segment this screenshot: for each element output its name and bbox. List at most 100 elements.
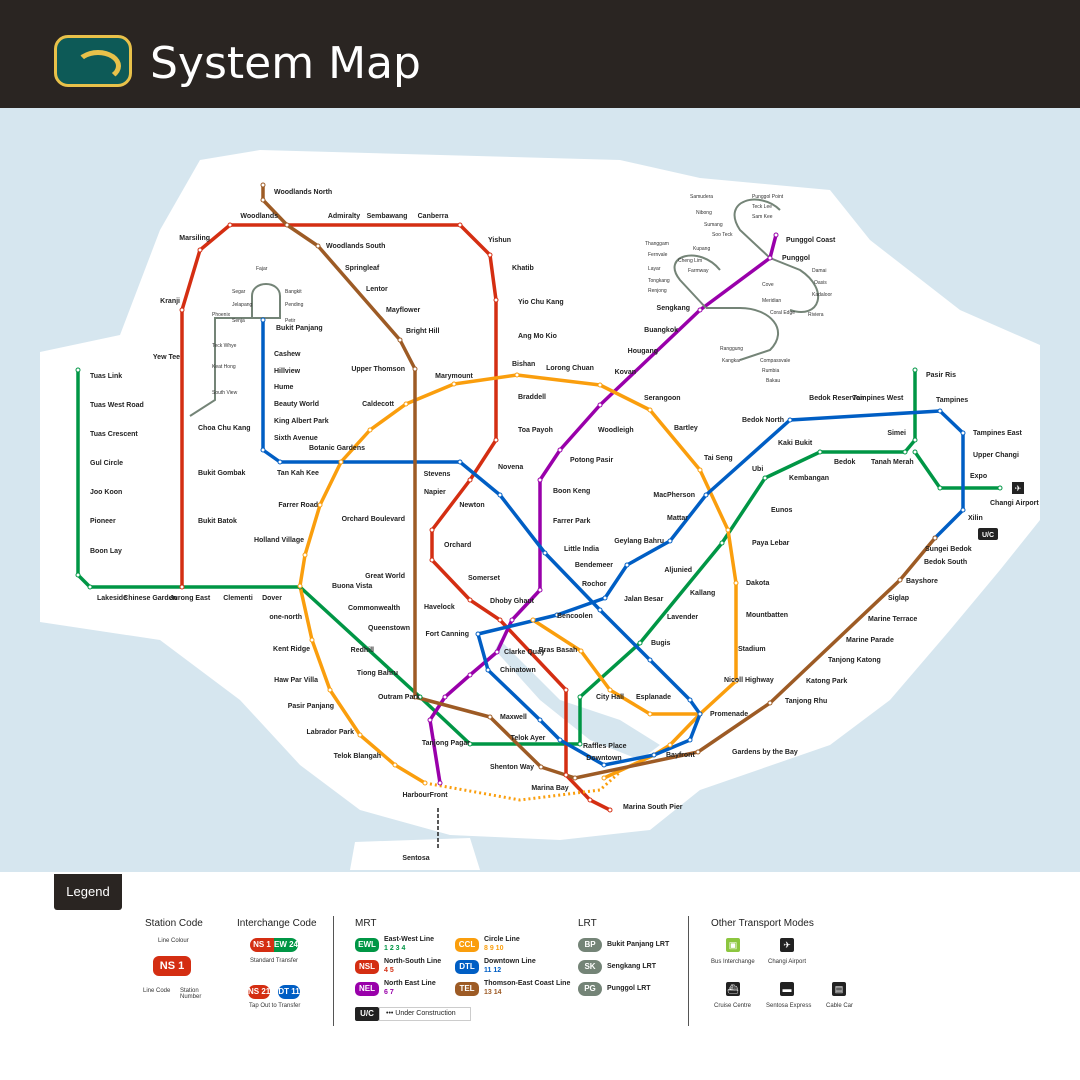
station-marker[interactable] bbox=[912, 367, 918, 373]
station-label[interactable]: Tai Seng bbox=[704, 455, 733, 462]
station-marker[interactable] bbox=[572, 775, 578, 781]
station-label[interactable]: Bedok bbox=[834, 459, 856, 466]
station-label[interactable]: Paya Lebar bbox=[752, 540, 790, 547]
lrt-station-label[interactable]: Damai bbox=[812, 268, 826, 274]
station-label[interactable]: Kent Ridge bbox=[273, 646, 310, 653]
station-marker[interactable] bbox=[597, 402, 603, 408]
station-label[interactable]: Tanjong Pagar bbox=[422, 740, 470, 747]
station-label[interactable]: Rochor bbox=[582, 581, 607, 588]
station-marker[interactable] bbox=[817, 449, 823, 455]
station-marker[interactable] bbox=[467, 741, 473, 747]
pg-lrt-line[interactable] bbox=[733, 198, 820, 313]
station-marker[interactable] bbox=[338, 459, 344, 465]
station-marker[interactable] bbox=[932, 535, 938, 541]
station-marker[interactable] bbox=[937, 485, 943, 491]
station-label[interactable]: Lavender bbox=[667, 614, 698, 621]
station-marker[interactable] bbox=[773, 232, 779, 238]
station-marker[interactable] bbox=[429, 557, 435, 563]
station-label[interactable]: Katong Park bbox=[806, 678, 847, 685]
station-label[interactable]: Labrador Park bbox=[307, 729, 355, 736]
station-marker[interactable] bbox=[697, 711, 703, 717]
station-marker[interactable] bbox=[647, 711, 653, 717]
station-marker[interactable] bbox=[960, 430, 966, 436]
station-label[interactable]: Xilin bbox=[968, 515, 983, 522]
station-marker[interactable] bbox=[467, 672, 473, 678]
station-label[interactable]: Hume bbox=[274, 384, 294, 391]
station-marker[interactable] bbox=[602, 595, 608, 601]
station-label[interactable]: Jurong East bbox=[170, 595, 211, 602]
station-label[interactable]: Lorong Chuan bbox=[546, 365, 594, 372]
station-label[interactable]: Punggol Coast bbox=[786, 237, 836, 244]
station-label[interactable]: Maxwell bbox=[500, 714, 527, 721]
station-label[interactable]: Telok Ayer bbox=[511, 735, 546, 742]
lrt-station-label[interactable]: Kangkar bbox=[722, 358, 741, 364]
station-marker[interactable] bbox=[597, 382, 603, 388]
lrt-station-label[interactable]: Cheng Lim bbox=[678, 258, 702, 264]
station-label[interactable]: Stadium bbox=[738, 646, 766, 653]
station-label[interactable]: Caldecott bbox=[362, 401, 395, 408]
station-marker[interactable] bbox=[75, 572, 81, 578]
station-label[interactable]: Mayflower bbox=[386, 307, 421, 314]
station-marker[interactable] bbox=[467, 477, 473, 483]
lrt-station-label[interactable]: Farmway bbox=[688, 268, 709, 274]
station-marker[interactable] bbox=[260, 197, 266, 203]
station-label[interactable]: Holland Village bbox=[254, 537, 304, 544]
station-label[interactable]: one-north bbox=[269, 614, 302, 621]
station-marker[interactable] bbox=[937, 408, 943, 414]
station-marker[interactable] bbox=[530, 617, 536, 623]
lrt-station-label[interactable]: Riviera bbox=[808, 312, 824, 318]
station-label[interactable]: Bartley bbox=[674, 425, 698, 432]
lrt-station-label[interactable]: Pending bbox=[285, 302, 304, 308]
lrt-station-label[interactable]: Fernvale bbox=[648, 252, 668, 258]
station-label[interactable]: Yio Chu Kang bbox=[518, 299, 564, 306]
lrt-station-label[interactable]: Sumang bbox=[704, 222, 723, 228]
station-label[interactable]: Orchard bbox=[444, 542, 471, 549]
station-label[interactable]: Springleaf bbox=[345, 265, 380, 272]
station-label[interactable]: Pioneer bbox=[90, 518, 116, 525]
station-label[interactable]: Dakota bbox=[746, 580, 769, 587]
station-marker[interactable] bbox=[687, 697, 693, 703]
station-label[interactable]: Farrer Road bbox=[278, 502, 318, 509]
lrt-station-label[interactable]: Nibong bbox=[696, 210, 712, 216]
station-label[interactable]: Bedok North bbox=[742, 417, 784, 424]
station-label[interactable]: Great World bbox=[365, 573, 405, 580]
station-label[interactable]: Boon Keng bbox=[553, 488, 590, 495]
station-label[interactable]: Buangkok bbox=[644, 327, 678, 334]
lrt-station-label[interactable]: Keat Hong bbox=[212, 364, 236, 370]
station-marker[interactable] bbox=[315, 243, 321, 249]
station-label[interactable]: Chinatown bbox=[500, 667, 536, 674]
station-label[interactable]: Tampines East bbox=[973, 430, 1023, 437]
station-label[interactable]: Ubi bbox=[752, 466, 763, 473]
station-label[interactable]: Eunos bbox=[771, 507, 792, 514]
station-marker[interactable] bbox=[297, 583, 303, 589]
station-marker[interactable] bbox=[787, 417, 793, 423]
station-label[interactable]: Siglap bbox=[888, 595, 909, 602]
station-label[interactable]: Bras Basah bbox=[539, 647, 578, 654]
station-marker[interactable] bbox=[607, 807, 613, 813]
lrt-station-label[interactable]: Tongkang bbox=[648, 278, 670, 284]
station-label[interactable]: Woodleigh bbox=[598, 427, 634, 434]
station-label[interactable]: Canberra bbox=[418, 213, 449, 220]
sk-lrt-line[interactable] bbox=[673, 254, 780, 361]
station-marker[interactable] bbox=[457, 222, 463, 228]
station-label[interactable]: Promenade bbox=[710, 711, 748, 718]
station-marker[interactable] bbox=[497, 492, 503, 498]
station-label[interactable]: Queenstown bbox=[368, 625, 410, 632]
station-marker[interactable] bbox=[327, 687, 333, 693]
station-label[interactable]: Botanic Gardens bbox=[309, 445, 365, 452]
station-marker[interactable] bbox=[697, 307, 703, 313]
station-marker[interactable] bbox=[697, 467, 703, 473]
lrt-station-label[interactable]: Bakau bbox=[766, 378, 780, 384]
station-marker[interactable] bbox=[487, 252, 493, 258]
station-label[interactable]: Serangoon bbox=[644, 395, 681, 402]
station-label[interactable]: Bencoolen bbox=[557, 613, 593, 620]
station-marker[interactable] bbox=[537, 587, 543, 593]
station-label[interactable]: Redhill bbox=[351, 647, 374, 654]
station-label[interactable]: Kranji bbox=[160, 298, 180, 305]
station-marker[interactable] bbox=[260, 182, 266, 188]
station-label[interactable]: Braddell bbox=[518, 394, 546, 401]
station-label[interactable]: Orchard Boulevard bbox=[342, 516, 405, 523]
station-label[interactable]: Marina Bay bbox=[531, 785, 568, 792]
station-marker[interactable] bbox=[695, 749, 701, 755]
